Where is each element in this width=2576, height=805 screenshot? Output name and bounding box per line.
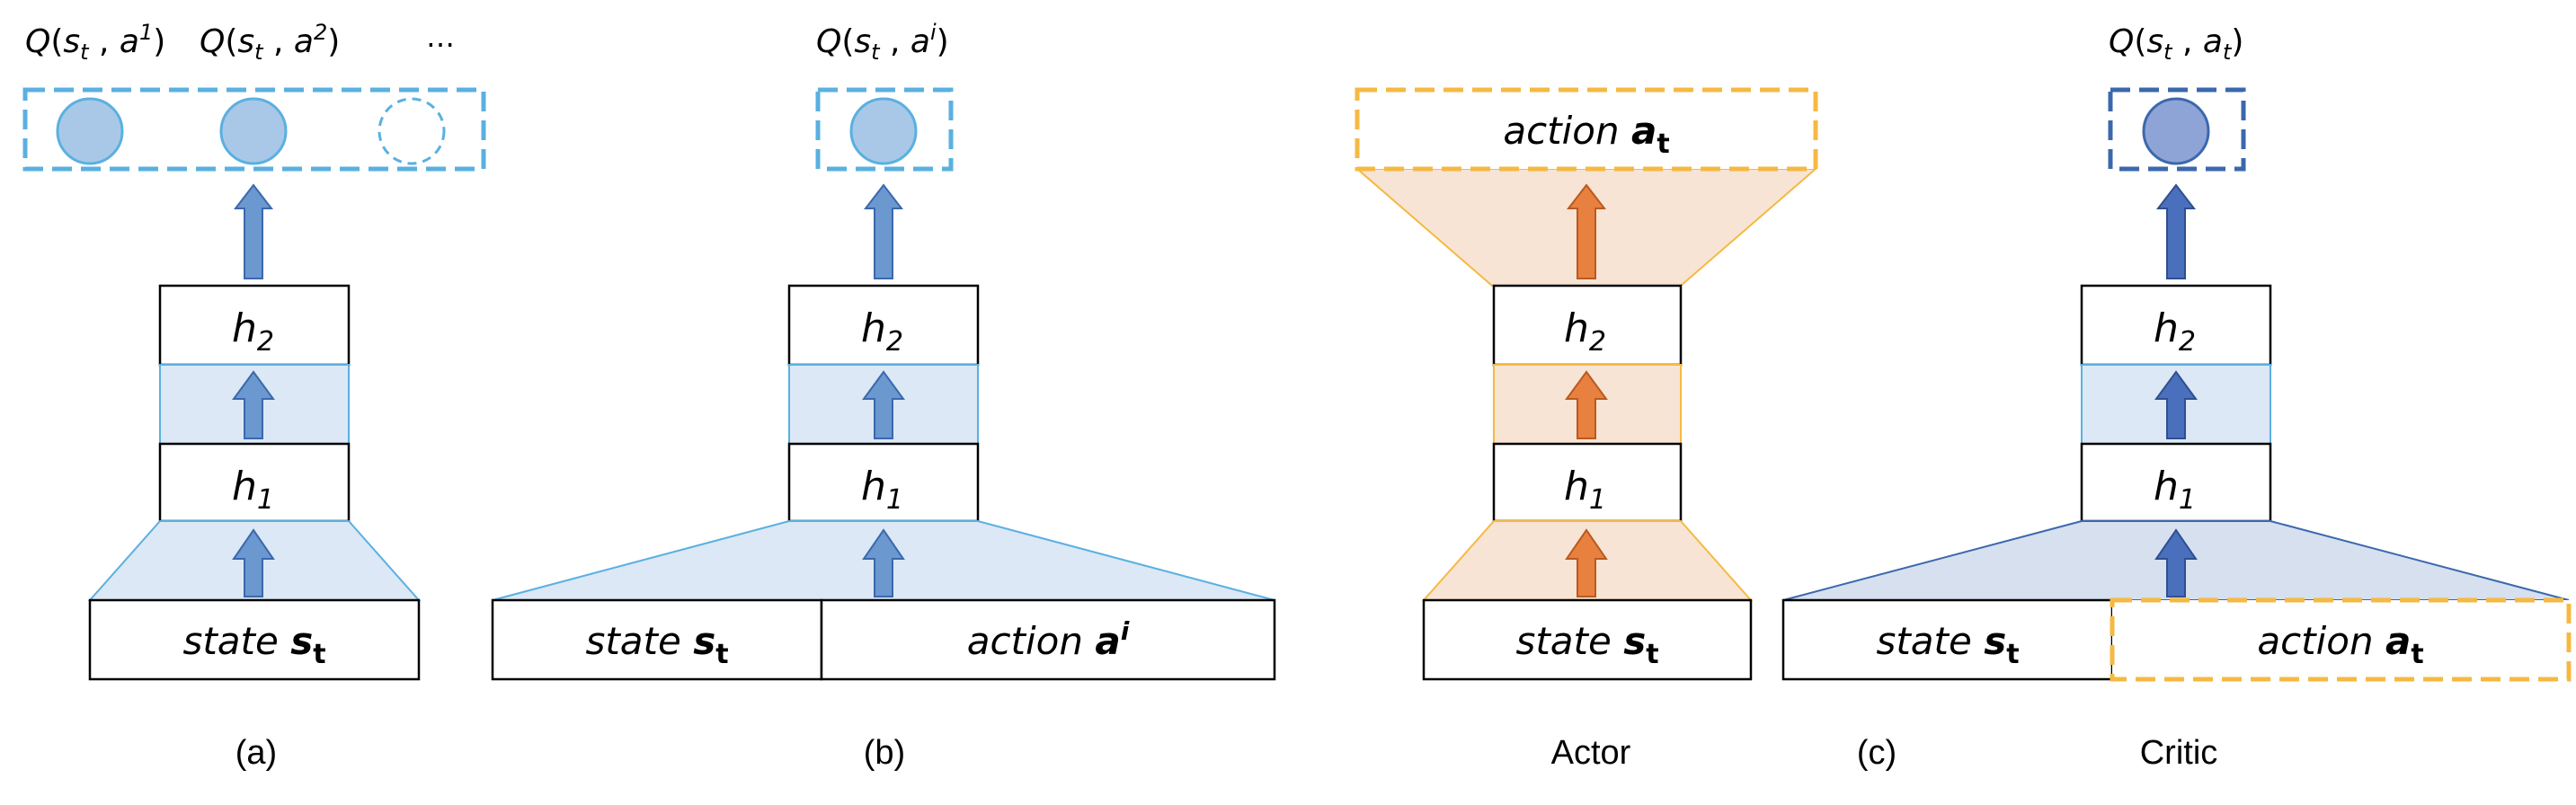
arrow-up-icon (233, 183, 274, 279)
state-input-box (1422, 598, 1753, 681)
state-input-label: state st (182, 619, 325, 670)
q-label-a1: Q(st , a1) (25, 20, 165, 65)
hidden-layer-h1 (1492, 442, 1683, 523)
ellipsis: … (426, 20, 455, 54)
state-input-label: state st (585, 619, 728, 670)
h2-label: h2 (2154, 305, 2196, 358)
caption-a: (a) (235, 734, 277, 772)
arrow-up-icon (1565, 528, 1608, 597)
h2-label: h2 (232, 305, 274, 358)
arrow-up-icon (863, 183, 904, 279)
arrow-up-icon (1566, 183, 1607, 279)
caption-actor: Actor (1551, 734, 1631, 772)
hidden-layer-h2 (2080, 284, 2272, 367)
h1-label: h1 (1564, 464, 1606, 516)
panel-a: Q(st , a1) Q(st , a2) … h2 h1 state st (… (22, 20, 486, 772)
arrow-up-icon (862, 528, 905, 597)
q-label-critic: Q(st , at) (2109, 23, 2243, 65)
arrow-up-icon (232, 370, 275, 439)
q-label-a2: Q(st , a2) (200, 20, 340, 65)
action-input-box (820, 598, 1276, 681)
hidden-layer-h2 (787, 284, 980, 367)
state-input-box (491, 598, 823, 681)
q-node (849, 97, 918, 165)
action-output-label: action at (1503, 109, 1669, 160)
state-input-label: state st (1876, 619, 2019, 670)
hidden-layer-h1 (2080, 442, 2272, 523)
q-node-2 (219, 97, 288, 165)
arrow-up-icon (232, 528, 275, 597)
action-input-box (2110, 597, 2572, 682)
h1-label: h1 (232, 464, 274, 516)
h1-label: h1 (861, 464, 903, 516)
action-input-label: action at (2257, 619, 2423, 670)
h2-label: h2 (1564, 305, 1606, 358)
action-output-box (1355, 87, 1818, 172)
q-label-b: Q(st , ai) (816, 20, 949, 65)
arrow-up-icon (2154, 370, 2198, 439)
arrow-up-icon (862, 370, 905, 439)
output-layer-a (22, 87, 486, 172)
arrow-up-icon (1565, 370, 1608, 439)
caption-critic: Critic (2140, 734, 2218, 772)
output-layer-b (815, 87, 954, 172)
q-node-more (378, 97, 446, 165)
action-input-label: action ai (967, 616, 1130, 663)
hidden-layer-h1 (158, 442, 351, 523)
h2-label: h2 (861, 305, 903, 358)
arrow-up-icon (2154, 528, 2198, 597)
caption-c: (c) (1857, 734, 1896, 772)
q-node (2142, 97, 2210, 165)
arrow-up-icon (2155, 183, 2197, 279)
hidden-layer-h2 (1492, 284, 1683, 367)
actor-network: action at h2 h1 state st Actor (1355, 87, 1818, 772)
state-input-box (88, 598, 421, 681)
q-node-1 (56, 97, 124, 165)
h1-label: h1 (2154, 464, 2196, 516)
caption-b: (b) (864, 734, 905, 772)
state-input-label: state st (1515, 619, 1658, 670)
output-layer-critic (2108, 87, 2246, 172)
panel-b: Q(st , ai) h2 h1 state st action ai (b) (491, 20, 1276, 772)
critic-network: Q(st , at) h2 h1 state st action at Crit… (1781, 23, 2572, 772)
hidden-layer-h1 (787, 442, 980, 523)
